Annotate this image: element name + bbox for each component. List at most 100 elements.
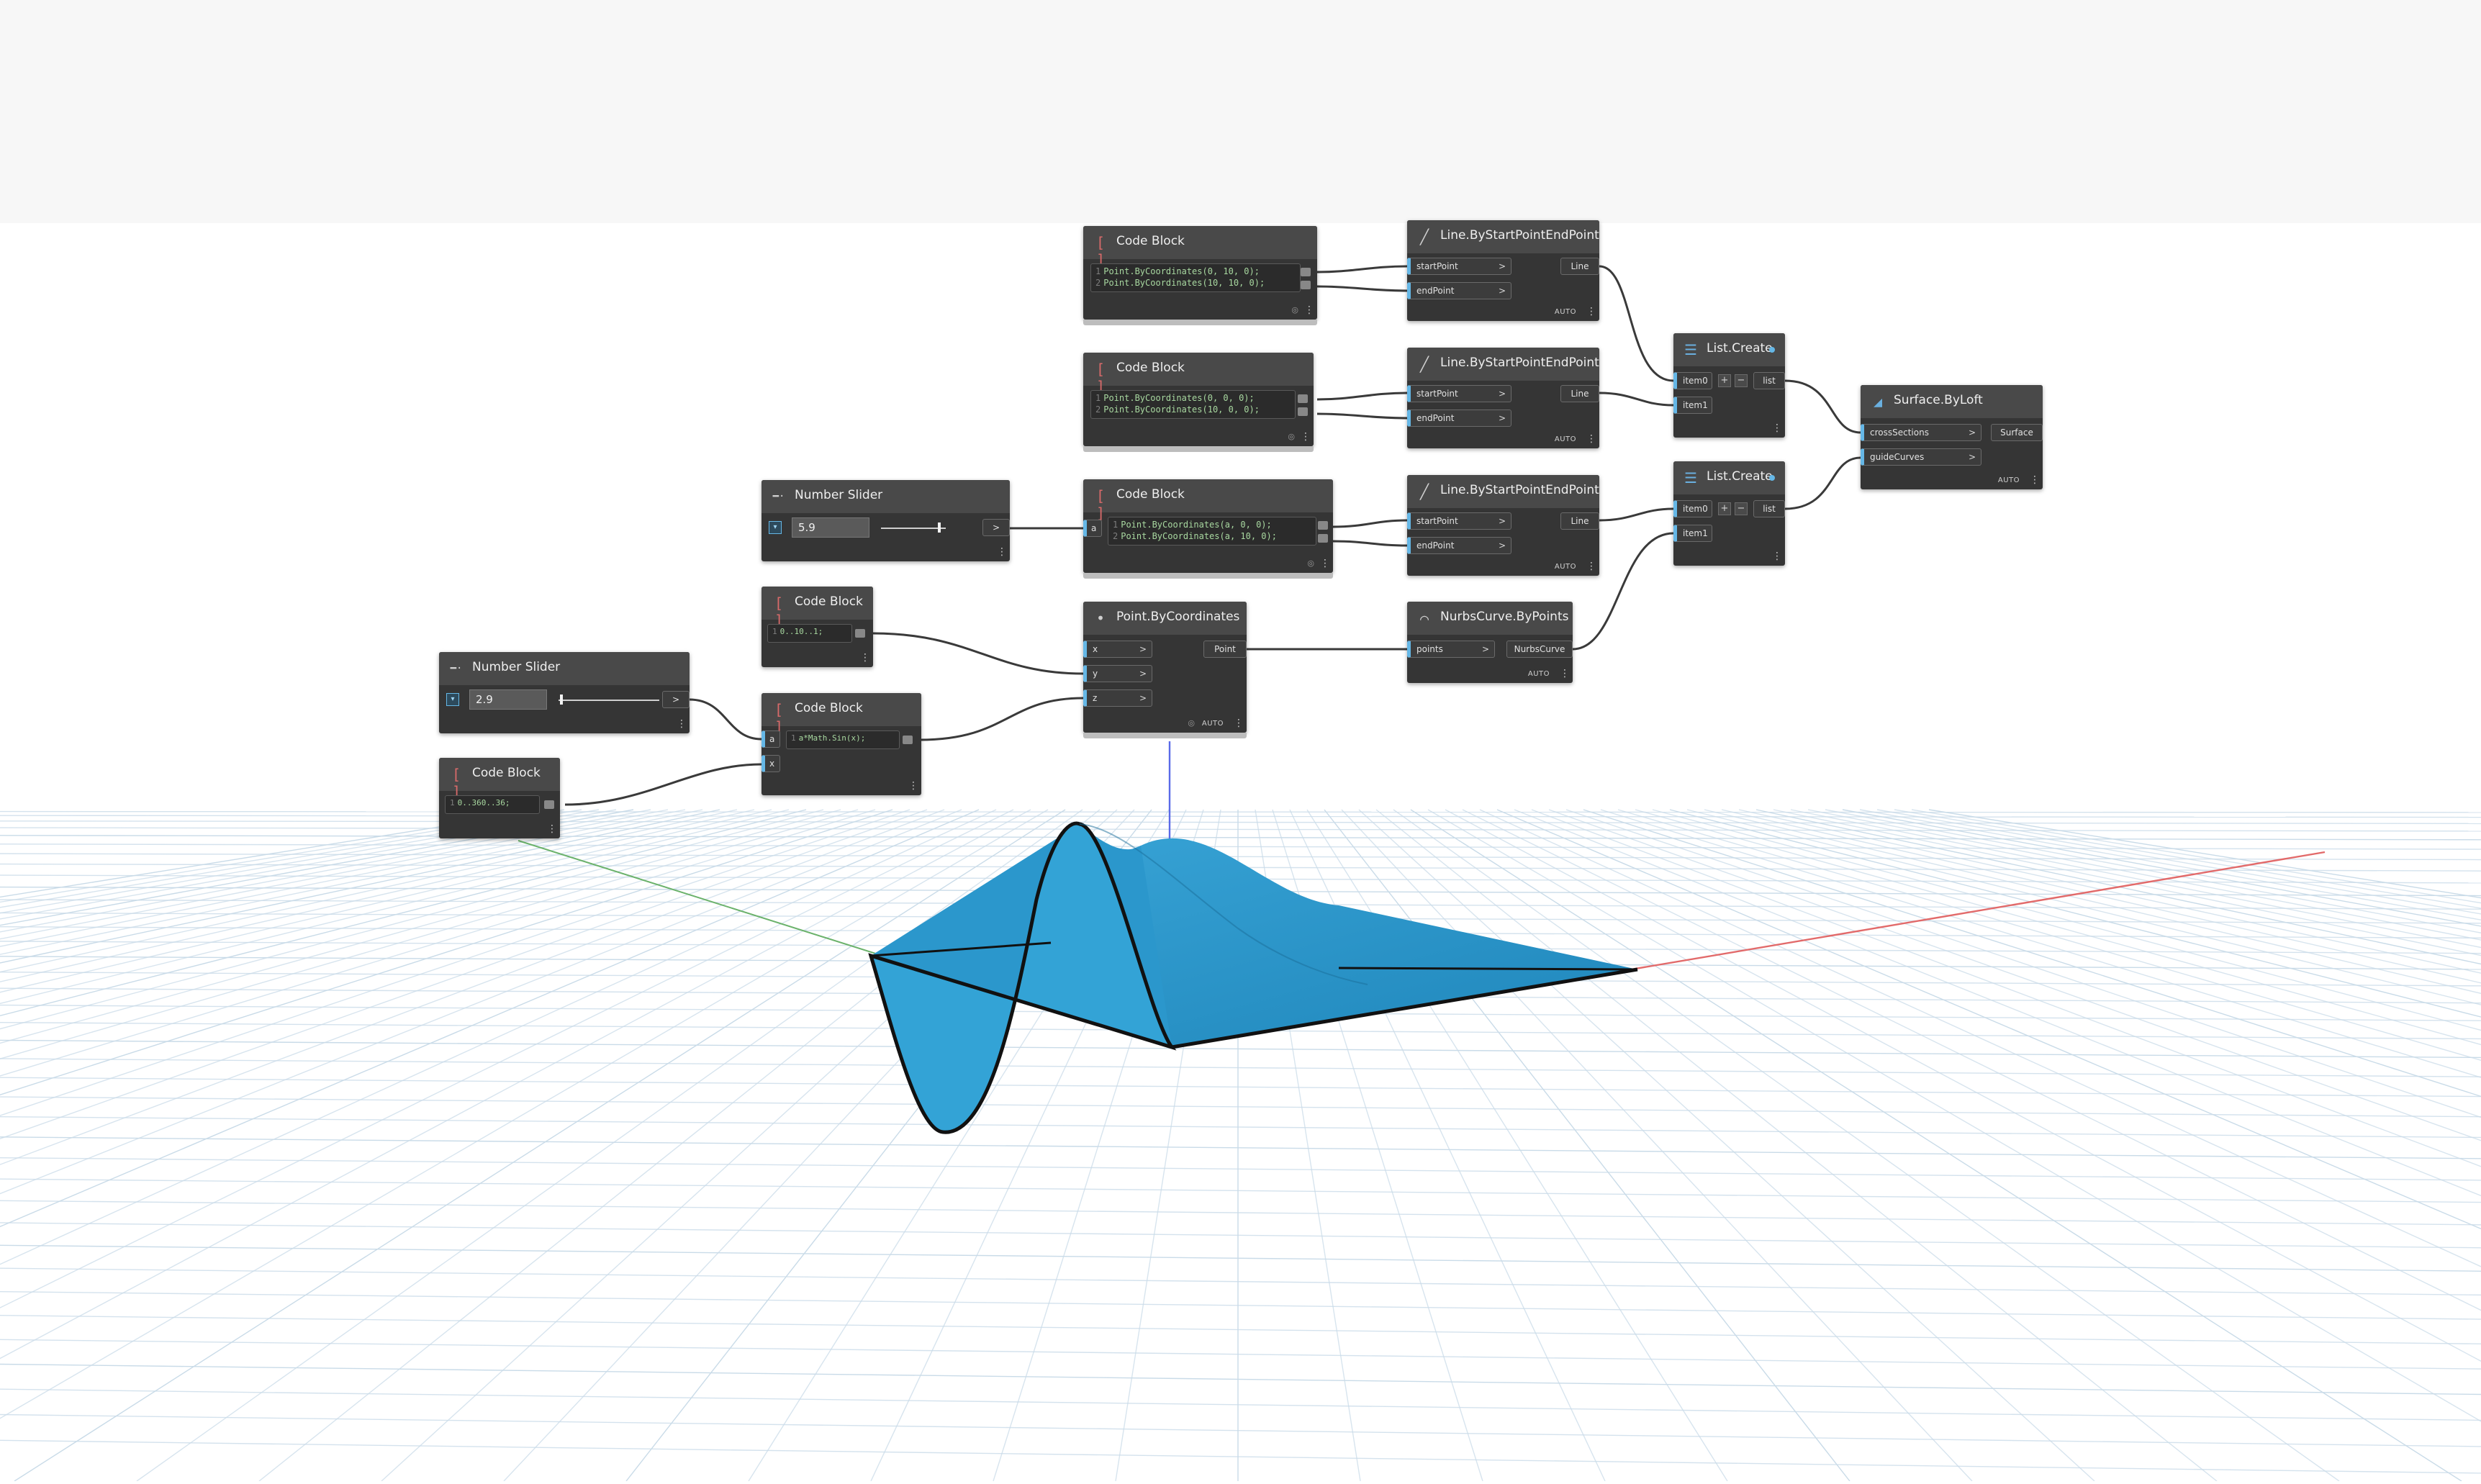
node-menu-icon[interactable]: ⋮ (1304, 304, 1314, 316)
input-port-y[interactable]: y> (1083, 665, 1152, 682)
input-port-crosssections[interactable]: crossSections> (1861, 424, 1981, 441)
node-header[interactable]: ━· Number Slider (439, 652, 690, 685)
expand-toggle[interactable]: ▾ (769, 521, 782, 534)
node-header[interactable]: [ ] Code Block (1083, 226, 1317, 268)
node-header[interactable]: ╱ Line.ByStartPointEndPoint (1407, 348, 1599, 381)
node-header[interactable]: [ ] Code Block (1083, 479, 1333, 522)
nurbs-curve-by-points-node[interactable]: ⌒ NurbsCurve.ByPoints points> NurbsCurve… (1407, 602, 1573, 683)
output-port[interactable] (1298, 394, 1308, 403)
node-menu-icon[interactable]: ⋮ (1772, 551, 1782, 562)
slider-thumb[interactable] (938, 522, 941, 533)
input-port-item1[interactable]: item1 (1673, 525, 1712, 542)
input-port-startpoint[interactable]: startPoint> (1407, 258, 1511, 275)
node-menu-icon[interactable]: ⋮ (860, 652, 870, 664)
node-menu-icon[interactable]: ⋮ (1772, 422, 1782, 434)
output-port[interactable]: > (662, 691, 690, 708)
output-port-line[interactable]: Line (1560, 258, 1599, 275)
output-port[interactable] (1301, 268, 1311, 276)
node-header[interactable]: ╱ Line.ByStartPointEndPoint (1407, 475, 1599, 508)
line-by-start-end-node-1[interactable]: ╱ Line.ByStartPointEndPoint startPoint> … (1407, 220, 1599, 321)
input-port-a[interactable]: a (762, 730, 780, 748)
output-port-list[interactable]: list (1753, 500, 1785, 517)
node-menu-icon[interactable]: ⋮ (1560, 668, 1570, 679)
input-port-item1[interactable]: item1 (1673, 397, 1712, 414)
node-header[interactable]: [ ] Code Block (1083, 353, 1314, 395)
output-port[interactable] (544, 800, 554, 809)
output-port-nurbscurve[interactable]: NurbsCurve (1506, 641, 1573, 658)
node-header[interactable]: ◢ Surface.ByLoft (1861, 385, 2043, 418)
node-menu-icon[interactable]: ⋮ (547, 823, 557, 835)
remove-input-button[interactable]: − (1735, 374, 1748, 387)
node-header[interactable]: [ ] Code Block (439, 758, 560, 800)
node-menu-icon[interactable]: ⋮ (1320, 558, 1330, 569)
output-port-list[interactable]: list (1753, 372, 1785, 389)
node-header[interactable]: ☰ List.Create (1673, 333, 1785, 366)
node-header[interactable]: ╱ Line.ByStartPointEndPoint (1407, 220, 1599, 253)
node-header[interactable]: ⌒ NurbsCurve.ByPoints (1407, 602, 1573, 635)
surface-by-loft-node[interactable]: ◢ Surface.ByLoft crossSections> guideCur… (1861, 385, 2043, 489)
input-port-a[interactable]: a (1083, 520, 1102, 537)
output-port[interactable] (903, 736, 913, 744)
add-input-button[interactable]: + (1718, 502, 1731, 515)
node-header[interactable]: • Point.ByCoordinates (1083, 602, 1247, 635)
node-menu-icon[interactable]: ⋮ (1234, 718, 1244, 729)
output-port[interactable] (1301, 281, 1311, 289)
list-create-node-1[interactable]: ☰ List.Create item0 + − list item1 ⋮ (1673, 333, 1785, 438)
output-port[interactable] (1318, 534, 1328, 543)
node-header[interactable]: ☰ List.Create (1673, 461, 1785, 494)
slider-track[interactable] (881, 528, 946, 529)
input-port-endpoint[interactable]: endPoint> (1407, 537, 1511, 554)
remove-input-button[interactable]: − (1735, 502, 1748, 515)
output-port[interactable] (855, 629, 865, 638)
output-port-line[interactable]: Line (1560, 385, 1599, 402)
output-port-surface[interactable]: Surface (1991, 424, 2043, 441)
node-menu-icon[interactable]: ⋮ (1586, 433, 1596, 445)
node-menu-icon[interactable]: ⋮ (1586, 561, 1596, 572)
number-slider-node-1[interactable]: ━· Number Slider ▾ 5.9 > ⋮ (762, 480, 1010, 561)
input-port-item0[interactable]: item0 (1673, 500, 1712, 517)
slider-value-field[interactable]: 2.9 (469, 689, 547, 710)
input-port-x[interactable]: x (762, 755, 780, 772)
point-by-coordinates-node[interactable]: • Point.ByCoordinates x> y> z> Point ◎ A… (1083, 602, 1247, 738)
node-menu-icon[interactable]: ⋮ (1301, 431, 1311, 443)
slider-thumb[interactable] (560, 695, 563, 705)
output-port-line[interactable]: Line (1560, 512, 1599, 530)
node-menu-icon[interactable]: ⋮ (2030, 474, 2040, 486)
output-port-point[interactable]: Point (1203, 641, 1247, 658)
slider-track[interactable] (559, 700, 659, 701)
node-header[interactable]: ━· Number Slider (762, 480, 1010, 513)
input-port-startpoint[interactable]: startPoint> (1407, 385, 1511, 402)
input-port-z[interactable]: z> (1083, 689, 1152, 707)
node-header[interactable]: [ ] Code Block (762, 693, 921, 736)
input-port-x[interactable]: x> (1083, 641, 1152, 658)
list-create-node-2[interactable]: ☰ List.Create item0 + − list item1 ⋮ (1673, 461, 1785, 566)
output-port[interactable]: > (982, 519, 1010, 536)
node-menu-icon[interactable]: ⋮ (1586, 306, 1596, 317)
line-by-start-end-node-3[interactable]: ╱ Line.ByStartPointEndPoint startPoint> … (1407, 475, 1599, 576)
node-menu-icon[interactable]: ⋮ (908, 780, 918, 792)
input-port-endpoint[interactable]: endPoint> (1407, 410, 1511, 427)
input-port-points[interactable]: points> (1407, 641, 1495, 658)
node-menu-icon[interactable]: ⋮ (997, 546, 1007, 558)
output-port[interactable] (1318, 521, 1328, 530)
expand-toggle[interactable]: ▾ (446, 693, 459, 706)
node-header[interactable]: [ ] Code Block (762, 587, 873, 629)
line-by-start-end-node-2[interactable]: ╱ Line.ByStartPointEndPoint startPoint> … (1407, 348, 1599, 448)
input-port-item0[interactable]: item0 (1673, 372, 1712, 389)
slider-value-field[interactable]: 5.9 (792, 517, 869, 538)
input-port-guidecurves[interactable]: guideCurves> (1861, 448, 1981, 466)
input-port-startpoint[interactable]: startPoint> (1407, 512, 1511, 530)
